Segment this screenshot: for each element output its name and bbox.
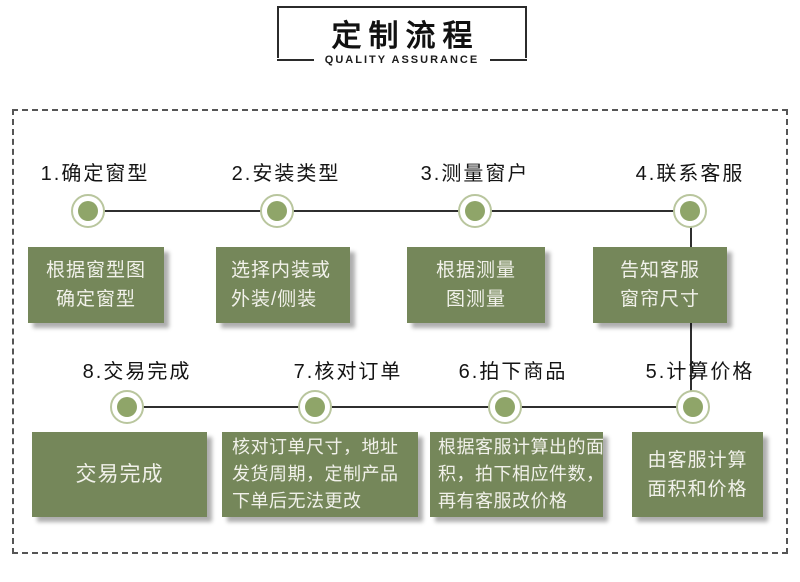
box-line: 由客服计算: [647, 449, 748, 471]
box-line: 告知客服: [619, 260, 700, 281]
row2-connector-line: [127, 406, 693, 408]
box-line: 根据客服计算出的面: [438, 437, 605, 457]
step-node-4: [673, 194, 707, 228]
step-node-7-dot: [305, 397, 325, 417]
step-node-6-dot: [495, 397, 515, 417]
step-box-8: 交易完成: [32, 432, 207, 517]
step-label-1: 1.确定窗型: [40, 163, 150, 185]
step-node-4-dot: [680, 201, 700, 221]
step-label-7: 7.核对订单: [293, 361, 403, 383]
step-label-3: 3.测量窗户: [420, 163, 530, 185]
box-line: 核对订单尺寸，地址: [232, 437, 399, 457]
box-line: 面积和价格: [647, 478, 748, 500]
step-box-5: 由客服计算 面积和价格: [632, 432, 763, 517]
step-box-6: 根据客服计算出的面 积，拍下相应件数， 再有客服改价格: [430, 432, 605, 517]
step-node-6: [488, 390, 522, 424]
box-line: 选择内装或: [231, 260, 332, 281]
step-box-7: 核对订单尺寸，地址 发货周期，定制产品 下单后无法更改: [222, 432, 418, 517]
step-box-1: 根据窗型图 确定窗型: [28, 247, 164, 323]
step-box-4: 告知客服 窗帘尺寸: [593, 247, 727, 323]
step-node-3-dot: [465, 201, 485, 221]
step-node-1: [71, 194, 105, 228]
step-node-5: [676, 390, 710, 424]
subtitle-right-rule: [490, 59, 527, 61]
step-node-8: [110, 390, 144, 424]
step-label-5: 5.计算价格: [645, 361, 755, 383]
subtitle-row: QUALITY ASSURANCE: [277, 52, 527, 68]
step-node-3: [458, 194, 492, 228]
step-node-2-dot: [267, 201, 287, 221]
step-node-1-dot: [78, 201, 98, 221]
box-line: 交易完成: [75, 463, 164, 486]
box-line: 根据测量: [435, 260, 516, 281]
box-line: 根据窗型图: [45, 260, 146, 281]
step-label-2: 2.安装类型: [231, 163, 341, 185]
box-line: 外装/侧装: [231, 289, 318, 310]
page-title: 定制流程: [331, 20, 480, 53]
box-line: 再有客服改价格: [438, 491, 568, 511]
box-line: 确定窗型: [55, 289, 136, 310]
step-label-4: 4.联系客服: [635, 163, 745, 185]
step-node-7: [298, 390, 332, 424]
step-node-8-dot: [117, 397, 137, 417]
box-line: 图测量: [445, 289, 506, 310]
box-line: 积，拍下相应件数，: [438, 464, 605, 484]
step-node-5-dot: [683, 397, 703, 417]
page-subtitle: QUALITY ASSURANCE: [322, 54, 482, 66]
row1-connector-line: [88, 210, 690, 212]
step-box-3: 根据测量 图测量: [407, 247, 545, 323]
box-line: 下单后无法更改: [232, 491, 362, 511]
box-line: 发货周期，定制产品: [232, 464, 399, 484]
step-node-2: [260, 194, 294, 228]
box-line: 窗帘尺寸: [619, 289, 700, 310]
title-box: 定制流程: [277, 6, 527, 58]
step-label-8: 8.交易完成: [82, 361, 192, 383]
step-label-6: 6.拍下商品: [458, 361, 568, 383]
step-box-2: 选择内装或 外装/侧装: [216, 247, 350, 323]
subtitle-left-rule: [277, 59, 314, 61]
